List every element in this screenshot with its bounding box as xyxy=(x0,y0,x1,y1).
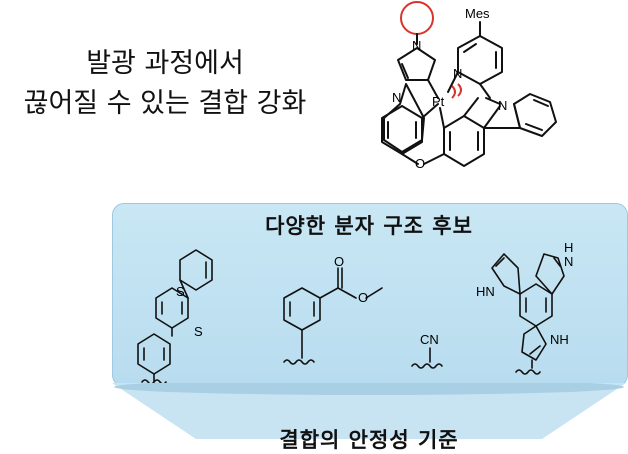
nh-bottom-label: NH xyxy=(550,332,569,347)
fragment-sulfone xyxy=(137,249,213,385)
substituent-circle-icon xyxy=(400,1,434,35)
headline: 발광 과정에서 끊어질 수 있는 결합 강화 xyxy=(0,44,330,124)
funnel-shape xyxy=(112,383,626,439)
n-imid-label: N xyxy=(392,90,401,105)
fragment-cyano xyxy=(411,347,443,369)
nh-top-label: N xyxy=(564,254,573,269)
headline-line-1: 발광 과정에서 xyxy=(86,48,244,79)
ester-o2-label: O xyxy=(358,290,368,305)
fragment-structures: S S O O CN H N HN NH xyxy=(137,240,573,385)
n-carb-label: N xyxy=(498,98,507,113)
headline-line-2: 끊어질 수 있는 결합 강화 xyxy=(23,88,307,119)
n-top-label: N xyxy=(412,38,421,53)
pt-complex-structure: Mes N N Pt N N O xyxy=(381,1,557,171)
fragment-ester xyxy=(283,267,383,365)
sulfone-s1-label: S xyxy=(176,284,185,299)
pt-label: Pt xyxy=(432,94,445,109)
h-top-label: H xyxy=(564,240,573,255)
cn-label: CN xyxy=(420,332,439,347)
sulfone-s2-label: S xyxy=(194,324,203,339)
n-pyr-label: N xyxy=(453,66,462,81)
panel-title: 다양한 분자 구조 후보 xyxy=(265,214,473,238)
ester-o-label: O xyxy=(334,254,344,269)
mes-label: Mes xyxy=(465,6,490,21)
fragment-pyrrole xyxy=(491,253,565,375)
o-bridge-label: O xyxy=(415,156,425,171)
hn-left-label: HN xyxy=(476,284,495,299)
strain-mark-icon xyxy=(451,83,462,99)
bottom-title: 결합의 안정성 기준 xyxy=(279,428,459,452)
